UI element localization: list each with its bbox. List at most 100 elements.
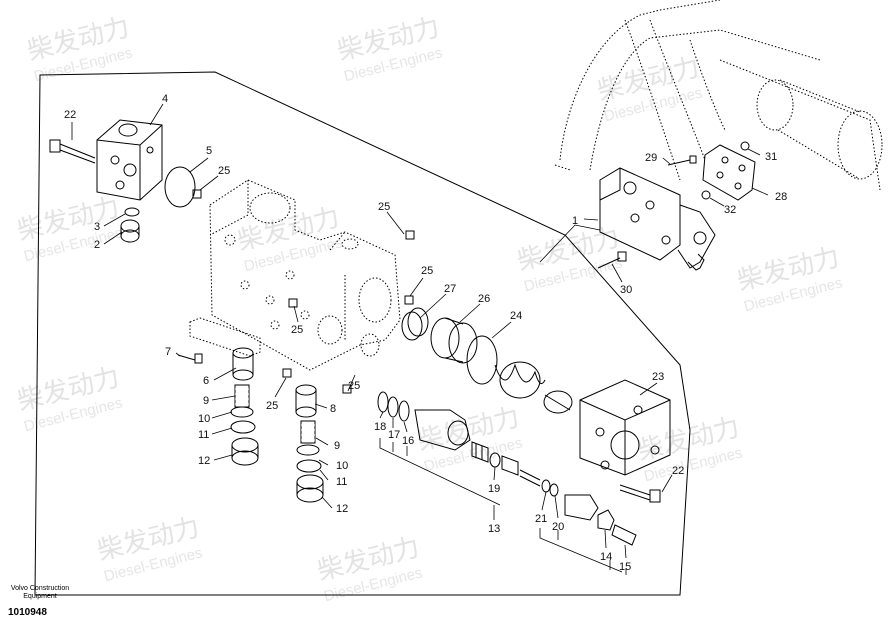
label-27: 27	[444, 283, 456, 295]
label-16: 16	[402, 435, 414, 447]
watermark-tile: 柴发动力 Diesel-Engines	[594, 53, 704, 126]
part-29-bolt	[667, 155, 697, 166]
part-21-oring	[541, 479, 551, 493]
label-23: 23	[652, 371, 664, 383]
part-25-pin	[282, 368, 292, 378]
label-28: 28	[775, 191, 787, 203]
label-8: 8	[330, 403, 336, 415]
label-32: 32	[724, 204, 736, 216]
label-22-upper: 22	[64, 109, 76, 121]
part-10-washer-right	[296, 444, 320, 456]
maker-line-2: Equipment	[23, 593, 57, 600]
watermark-tile: 柴发动力 Diesel-Engines	[334, 13, 444, 86]
drawing-number: 1010948	[8, 607, 47, 618]
label-15: 15	[619, 561, 631, 573]
label-25-a: 25	[218, 165, 230, 177]
label-10-left: 10	[198, 413, 210, 425]
part-31-oring	[740, 141, 750, 151]
part-12-plug-right	[296, 474, 324, 503]
spool-end-cap	[564, 494, 599, 521]
part-25-pin	[405, 230, 415, 240]
label-5: 5	[206, 145, 212, 157]
part-labels: 22 4 5 25 3 2 25 25 27 26 24 25 7 6 9 10…	[64, 93, 787, 573]
label-29: 29	[645, 152, 657, 164]
watermark-tile: 柴发动力 Diesel-Engines	[14, 193, 124, 266]
watermark-tile: 柴发动力 Diesel-Engines	[734, 243, 844, 316]
watermark-tile: 柴发动力 Diesel-Engines	[94, 513, 204, 586]
part-9-spring-left	[234, 384, 250, 408]
maker-line-1: Volvo Construction	[10, 585, 70, 592]
part-20-oring	[549, 483, 559, 497]
spool-nut	[501, 455, 519, 476]
label-26: 26	[478, 293, 490, 305]
part-24-oring	[466, 335, 498, 385]
label-12-right: 12	[336, 503, 348, 515]
watermark-tile: 柴发动力 Diesel-Engines	[314, 533, 424, 606]
machine-context	[554, 0, 883, 191]
label-22-lower: 22	[672, 465, 684, 477]
watermark-layer: 柴发动力 Diesel-Engines 柴发动力 Diesel-Engines …	[14, 13, 844, 606]
label-25-c: 25	[421, 265, 433, 277]
label-12-left: 12	[198, 455, 210, 467]
part-30-bolt	[597, 251, 627, 269]
spool-rod	[519, 469, 541, 487]
label-24: 24	[510, 310, 522, 322]
label-6: 6	[203, 375, 209, 387]
label-31: 31	[765, 151, 777, 163]
callout-line	[539, 224, 601, 263]
part-7-side-plate	[189, 317, 261, 357]
part-12-plug-left	[231, 437, 259, 466]
label-17: 17	[388, 429, 400, 441]
label-3: 3	[94, 221, 100, 233]
part-2-plug	[120, 219, 140, 243]
part-14-nut	[597, 509, 615, 531]
part-8-plug	[295, 384, 317, 418]
label-30: 30	[620, 284, 632, 296]
part-7-bolt	[177, 353, 203, 364]
part-6-plug	[232, 347, 254, 381]
part-5-oring	[164, 166, 196, 208]
part-18-oring	[377, 391, 389, 413]
watermark-tile: 柴发动力 Diesel-Engines	[514, 223, 624, 296]
part-4-flange-block	[96, 119, 163, 201]
part-25-pin	[288, 298, 298, 308]
label-10-right: 10	[336, 460, 348, 472]
part-11-oring-right	[296, 459, 322, 473]
label-25-d: 25	[291, 324, 303, 336]
part-22-bolt-upper	[49, 139, 96, 164]
label-14: 14	[600, 551, 612, 563]
drawing-caption: Volvo Construction Equipment 1010948	[8, 585, 72, 618]
part-16-oring	[398, 400, 410, 422]
part-3-oring	[124, 207, 140, 217]
label-25-f: 25	[348, 380, 360, 392]
label-18: 18	[374, 421, 386, 433]
part-25-pin	[192, 189, 202, 199]
spool-plunger	[471, 441, 489, 463]
part-25-pin	[404, 295, 414, 305]
label-25-e: 25	[266, 400, 278, 412]
part-32-oring	[701, 190, 711, 200]
detail-outline	[34, 71, 691, 596]
part-15-set-screw	[611, 524, 637, 546]
part-23-flange-plate	[579, 379, 671, 476]
part-1-valve-assembly	[599, 167, 716, 271]
label-9-right: 9	[334, 440, 340, 452]
main-valve-body	[209, 179, 401, 371]
label-20: 20	[552, 521, 564, 533]
label-21: 21	[535, 513, 547, 525]
part-17-oring	[387, 396, 399, 418]
label-19: 19	[488, 483, 500, 495]
part-22-bolt-lower	[619, 484, 661, 503]
part-11-oring-left	[230, 420, 256, 434]
part-28-cover-plate	[702, 144, 756, 201]
leader-lines	[71, 103, 769, 575]
label-2: 2	[94, 239, 100, 251]
watermark-tile: 柴发动力 Diesel-Engines	[414, 403, 524, 476]
watermark-tile: 柴发动力 Diesel-Engines	[14, 363, 124, 436]
label-7: 7	[165, 346, 171, 358]
label-11-left: 11	[198, 429, 209, 441]
part-25-pin	[342, 384, 352, 394]
spool-body	[414, 409, 471, 451]
label-9-left: 9	[203, 395, 209, 407]
